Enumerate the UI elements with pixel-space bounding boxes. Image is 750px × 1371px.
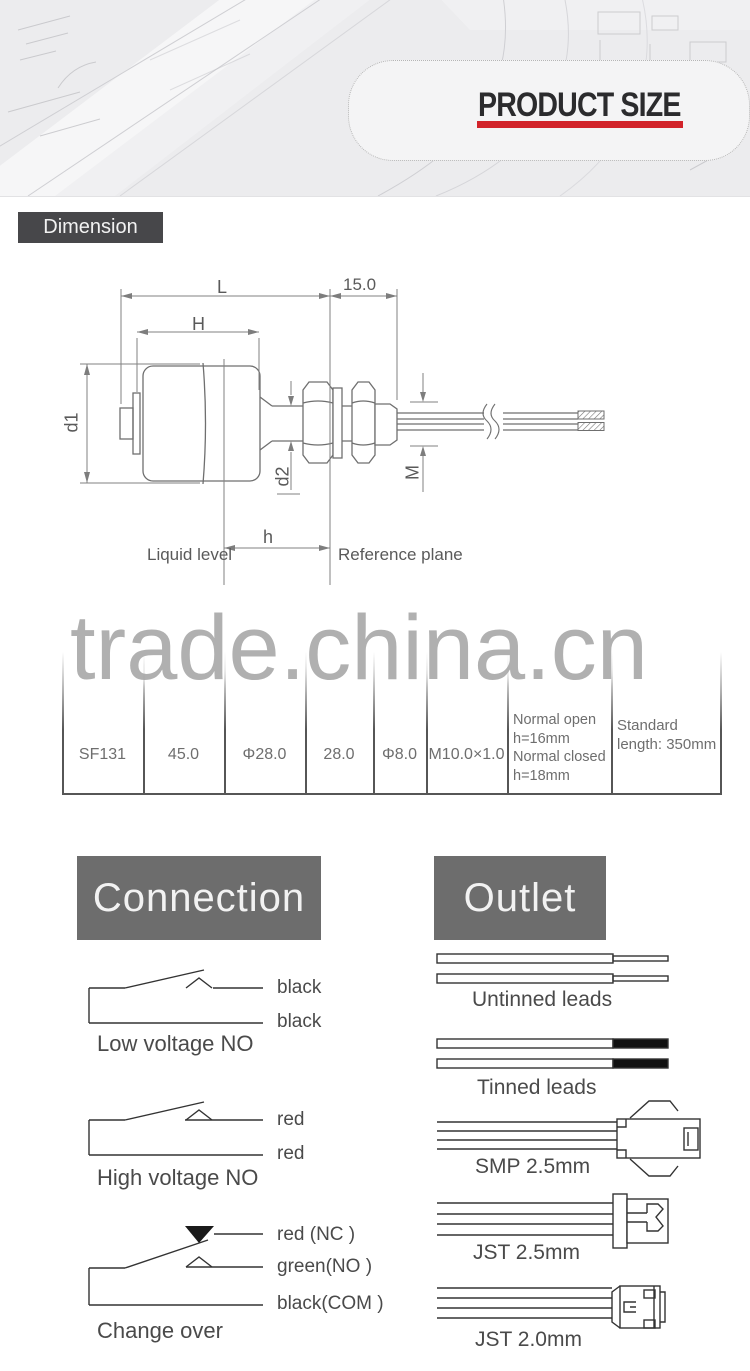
table-divider	[373, 652, 375, 793]
wire-label: red (NC )	[277, 1224, 356, 1245]
wire-label: black	[277, 977, 322, 998]
dim-label-d1: d1	[61, 412, 82, 433]
table-bottom-border	[62, 793, 722, 795]
table-cell-switch-action: Normal open h=16mm Normal closed h=18mm	[513, 712, 606, 784]
table-cell-model: SF131	[78, 746, 127, 763]
outlet-item-label: JST 2.0mm	[475, 1328, 582, 1351]
wire-label: red	[277, 1109, 305, 1130]
table-cell-H: 28.0	[323, 746, 355, 763]
table-divider	[224, 652, 226, 793]
table-cell-length: Standard length: 350mm	[617, 717, 717, 754]
nc-contact-triangle	[185, 1226, 214, 1243]
table-divider	[426, 652, 428, 793]
connection-circuit-diagrams	[88, 969, 263, 1306]
diagram-caption: High voltage NO	[97, 1165, 259, 1190]
banner-title: PRODUCT SIZE	[478, 86, 681, 124]
wire-label: red	[277, 1143, 305, 1164]
table-cell-d1: Φ28.0	[242, 746, 287, 763]
liquid-level-label: Liquid level	[147, 545, 233, 564]
dim-label-L: L	[217, 277, 228, 297]
dimension-lines	[80, 289, 438, 585]
dimension-arrowheads	[84, 293, 426, 551]
banner-red-underline	[477, 121, 683, 128]
wire-label: black	[277, 1011, 322, 1032]
connection-section-header: Connection	[77, 856, 321, 940]
dim-label-d2: d2	[272, 466, 293, 487]
table-divider	[62, 652, 64, 793]
diagram-caption: Change over	[97, 1318, 223, 1343]
outlet-item-label: Untinned leads	[472, 988, 613, 1011]
table-cell-L: 45.0	[167, 746, 200, 763]
table-divider	[507, 652, 509, 793]
table-cell-d2: Φ8.0	[381, 746, 417, 763]
outlet-item-label: JST 2.5mm	[473, 1241, 580, 1264]
dim-label-15: 15.0	[343, 275, 377, 294]
outlet-lead-diagrams	[436, 953, 701, 1329]
table-cell-thread: M10.0×1.0	[428, 746, 505, 763]
dim-label-H: H	[192, 314, 205, 334]
outlet-item-label: SMP 2.5mm	[475, 1155, 591, 1178]
float-switch-parts	[119, 362, 605, 485]
outlet-section-header: Outlet	[434, 856, 606, 940]
reference-plane-label: Reference plane	[338, 545, 463, 564]
banner: PRODUCT SIZE	[0, 0, 750, 197]
dim-label-h: h	[263, 527, 274, 547]
table-divider	[611, 652, 613, 793]
wire-label: green(NO )	[277, 1256, 373, 1277]
table-divider	[305, 652, 307, 793]
dimension-section-header: Dimension	[18, 212, 163, 243]
float-switch-technical-drawing	[80, 289, 605, 585]
wire-label: black(COM )	[277, 1293, 384, 1314]
watermark: trade.china.cn	[70, 597, 648, 699]
table-divider	[720, 652, 722, 793]
banner-title-panel	[348, 60, 750, 161]
table-divider	[143, 652, 145, 793]
dim-label-M: M	[402, 465, 423, 480]
diagram-caption: Low voltage NO	[97, 1031, 254, 1056]
outlet-item-label: Tinned leads	[477, 1076, 597, 1099]
